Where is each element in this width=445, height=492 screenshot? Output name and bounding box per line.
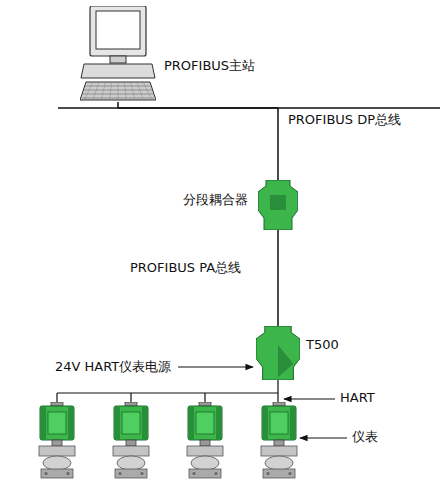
master-station: PROFIBUS主站 xyxy=(80,6,156,102)
leader-arrow xyxy=(284,398,335,399)
hart-wire xyxy=(57,392,278,393)
signal-label: HART xyxy=(340,390,375,406)
bus-connector xyxy=(277,230,279,326)
instrument-icon xyxy=(39,402,75,478)
node-title: PROFIBUS主站 xyxy=(164,58,255,74)
segment-coupler-shape xyxy=(258,180,298,230)
instrument-icon xyxy=(187,402,223,478)
power-label: 24V HART仪表电源 xyxy=(55,359,171,375)
t500-module-shape xyxy=(256,326,300,380)
bus-connector xyxy=(118,102,278,180)
hart-drop-wire xyxy=(130,393,131,402)
segment-coupler: 分段耦合器 xyxy=(258,180,298,230)
leader-arrow xyxy=(300,437,347,438)
node-title: T500 xyxy=(306,337,339,353)
instrument-icon xyxy=(113,402,149,478)
hart-drop-wire xyxy=(56,393,57,402)
hart-drop-wire xyxy=(204,393,205,402)
t500-module: T500 xyxy=(256,326,300,380)
instrument-icon xyxy=(261,402,297,478)
bus-label: PROFIBUS PA总线 xyxy=(128,260,243,276)
node-title: 分段耦合器 xyxy=(183,192,248,208)
hart-drop-wire xyxy=(277,380,278,402)
bus-label: PROFIBUS DP总线 xyxy=(286,112,403,128)
part-label: 仪表 xyxy=(352,429,378,445)
master-station-shape xyxy=(80,6,156,102)
leader-arrow xyxy=(178,366,253,367)
